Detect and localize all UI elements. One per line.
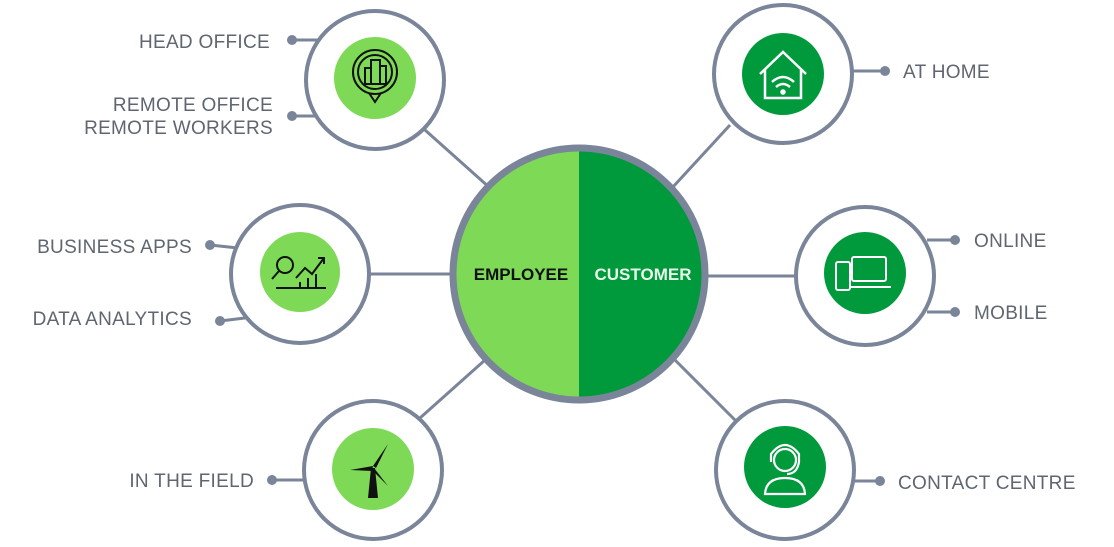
label-in-the-field: IN THE FIELD [129, 471, 254, 492]
analytics-chart-icon [271, 256, 326, 289]
node-online [794, 205, 936, 347]
label-at-home: AT HOME [903, 62, 990, 83]
node-contact-centre [714, 399, 856, 541]
office-building-pin-icon [352, 49, 398, 104]
headset-agent-icon [763, 443, 807, 496]
node-head-office [304, 9, 446, 151]
label-data-analytics: DATA ANALYTICS [33, 309, 192, 330]
customer-label: CUSTOMER [595, 265, 692, 284]
node-business [229, 203, 371, 345]
label-online: ONLINE [974, 231, 1047, 252]
label-mobile: MOBILE [974, 303, 1048, 324]
home-wifi-icon [759, 50, 807, 100]
employee-label: EMPLOYEE [474, 265, 568, 284]
center-circle: EMPLOYEE CUSTOMER [449, 144, 709, 404]
wind-turbine-icon [350, 444, 388, 498]
label-remote-workers: REMOTE WORKERS [84, 118, 273, 139]
node-at-home [712, 3, 854, 145]
label-remote-office: REMOTE OFFICE [113, 95, 273, 116]
leader-dots [205, 35, 960, 486]
devices-icon [835, 256, 891, 291]
label-business-apps: BUSINESS APPS [37, 237, 192, 258]
label-head-office: HEAD OFFICE [139, 32, 270, 53]
label-contact-centre: CONTACT CENTRE [898, 473, 1076, 494]
node-in-the-field [302, 399, 444, 541]
